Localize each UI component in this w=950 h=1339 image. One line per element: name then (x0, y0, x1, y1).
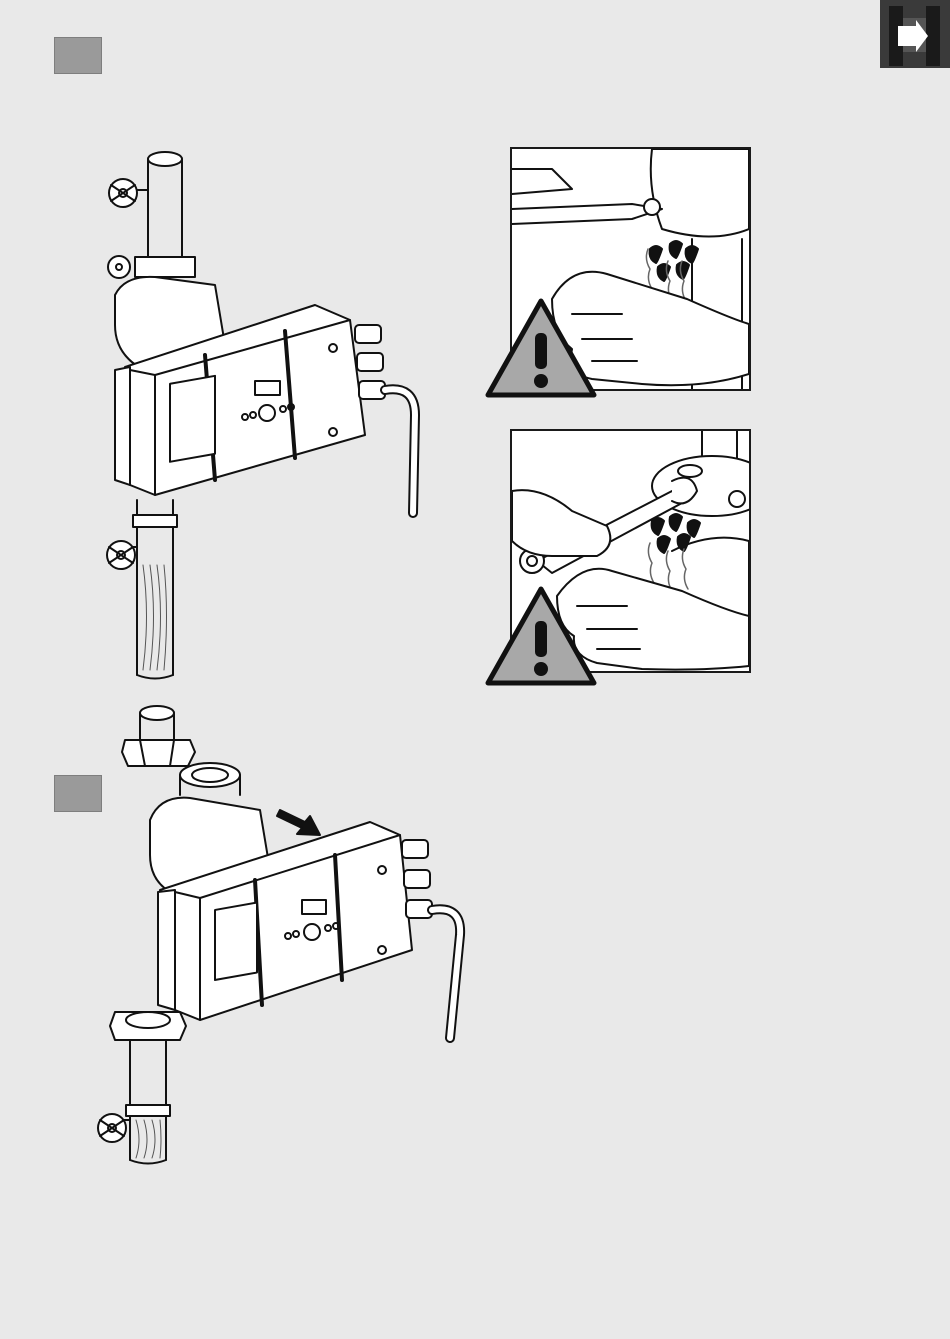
step-marker-1 (54, 37, 102, 74)
removal-direction-arrow (277, 810, 320, 835)
corner-tab (880, 0, 950, 68)
top-valve-handle (109, 179, 137, 207)
warning-triangle-1 (484, 297, 598, 399)
pump-installed-figure (95, 145, 435, 685)
pump-removal-figure (90, 700, 470, 1170)
pump-removal-direction-illustration (90, 700, 470, 1170)
warning-triangle-icon (484, 297, 598, 399)
warning-triangle-2 (484, 585, 598, 687)
bottom-valve-handle (107, 541, 135, 569)
pump-in-pipe-icon (880, 0, 950, 68)
pump-installed-between-valves-illustration (95, 145, 435, 685)
warning-triangle-icon (484, 585, 598, 687)
